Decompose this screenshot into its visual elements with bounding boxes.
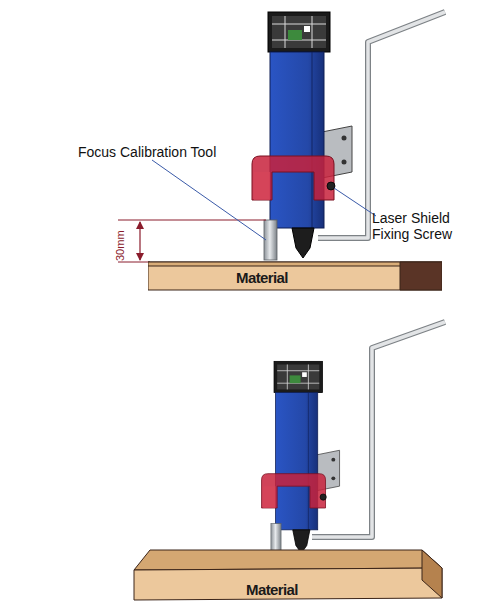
board-label: Material [246,581,298,598]
material-board: Material [130,546,446,604]
board-label: Material [236,269,288,286]
dimension-label: 30mm [112,230,128,261]
material-board: Material [148,256,442,292]
board-shape [148,256,442,292]
callout-label: Laser Shield Fixing Screw [372,210,480,242]
callout-label: Focus Calibration Tool [78,144,216,160]
